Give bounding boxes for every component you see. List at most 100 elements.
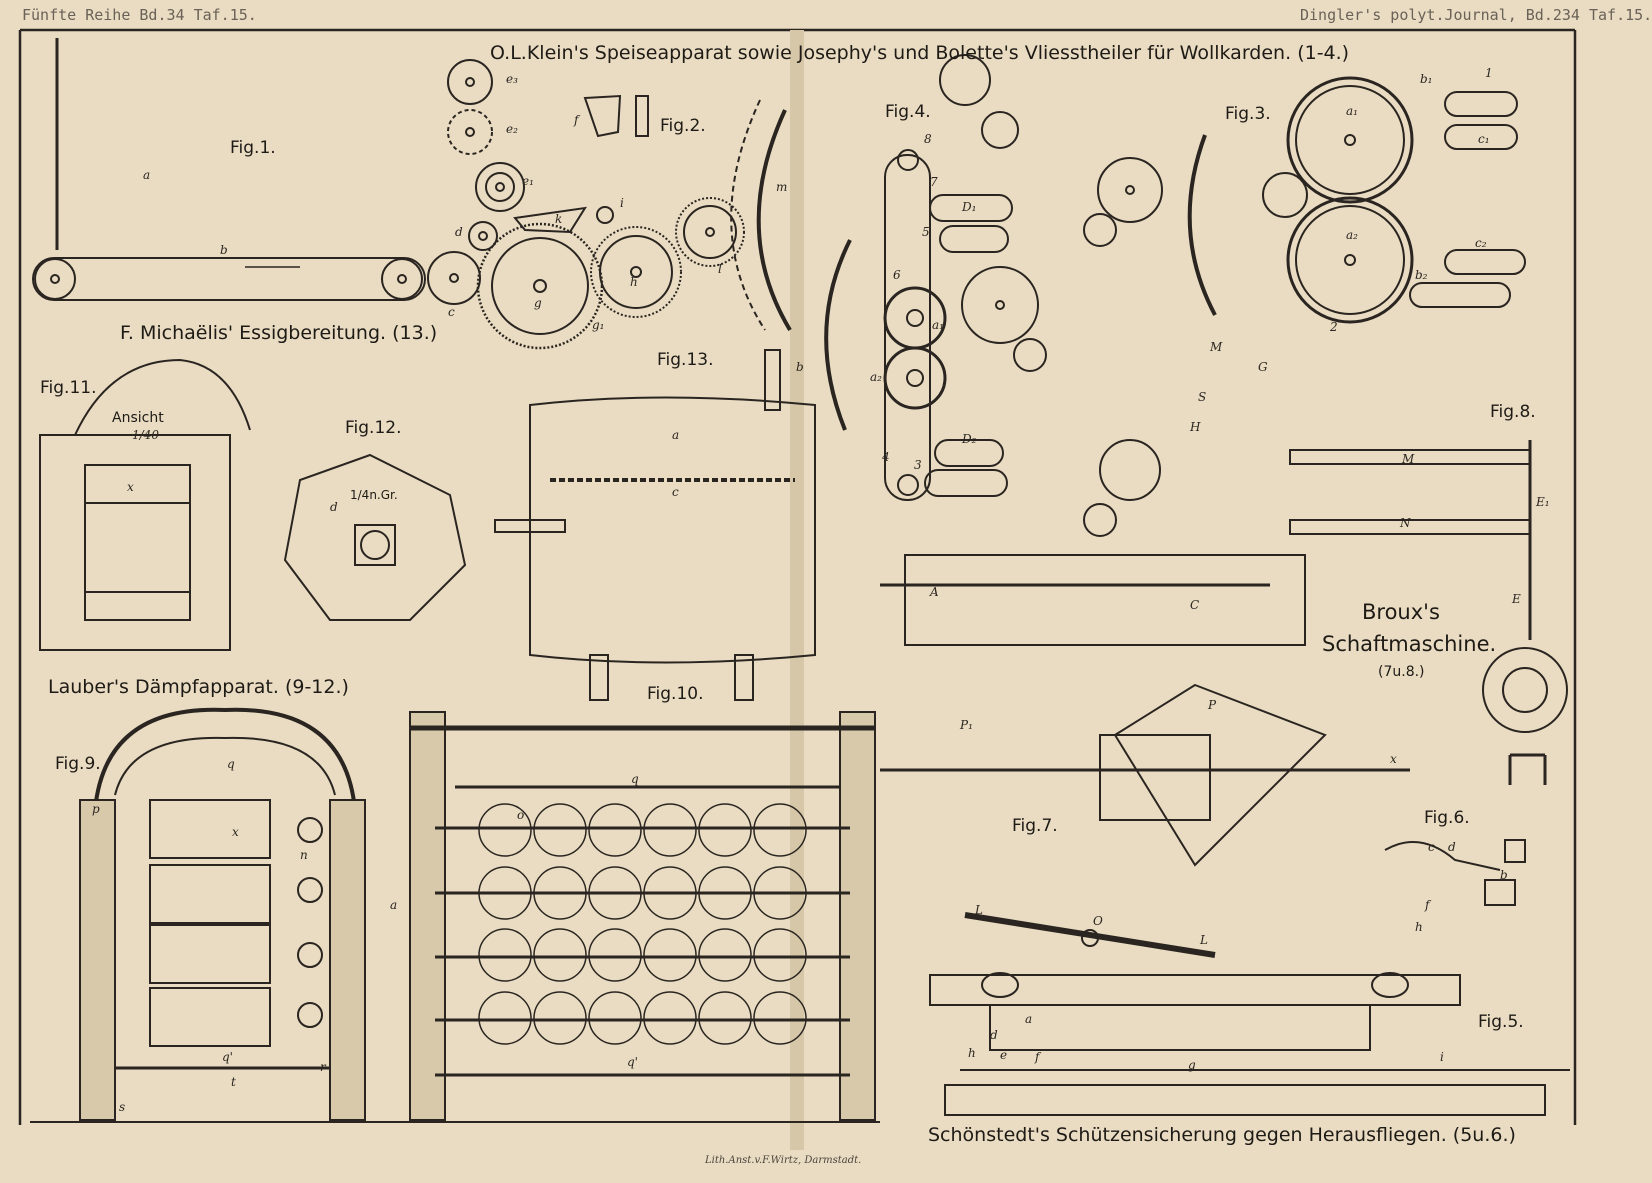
letter-c-fig13: c <box>672 485 679 499</box>
plate-header-left: Fünfte Reihe Bd.34 Taf.15. <box>22 6 257 24</box>
letter-q-fig10: q <box>631 772 639 786</box>
letter-E: E <box>1512 592 1521 606</box>
num-2: 2 <box>1330 320 1338 334</box>
fig1-label: Fig.1. <box>230 138 276 158</box>
letter-a-fig5: a <box>1025 1012 1033 1026</box>
letter-e-fig5: e <box>1000 1048 1008 1062</box>
lauber-title-text: Lauber's Dämpfapparat. <box>48 676 279 698</box>
letter-b-fig6: b <box>1500 868 1508 882</box>
num-4: 4 <box>882 450 890 464</box>
letter-P1: P₁ <box>960 718 973 732</box>
letter-a2-fig3: a₂ <box>1346 228 1358 242</box>
letter-L-right: L <box>1200 933 1208 947</box>
letter-c1: c₁ <box>1478 132 1490 146</box>
num-8: 8 <box>924 132 932 146</box>
letter-g1: g₁ <box>592 318 605 332</box>
main-title-range: (1-4.) <box>1297 42 1350 64</box>
fig12-scale-label: 1/4n.Gr. <box>350 488 398 502</box>
main-title: O.L.Klein's Speiseapparat sowie Josephy'… <box>490 42 1349 64</box>
letter-b1: b₁ <box>1420 72 1433 86</box>
letter-b2: b₂ <box>1415 268 1428 282</box>
letter-e3: e₃ <box>506 72 518 86</box>
letter-f-fig5: f <box>1035 1050 1040 1064</box>
lauber-title-range: (9-12.) <box>284 676 349 698</box>
lauber-title: Lauber's Dämpfapparat. (9-12.) <box>48 676 349 698</box>
letter-l: l <box>718 262 722 276</box>
letter-q-prime: q' <box>222 1050 233 1064</box>
letter-C: C <box>1190 598 1200 612</box>
fig13-label: Fig.13. <box>657 350 714 370</box>
letter-o: o <box>517 808 525 822</box>
letter-f-fig6: f <box>1425 898 1430 912</box>
schoenstedt-title-range: (5u.6.) <box>1452 1124 1516 1146</box>
broux-title-line1: Broux's <box>1362 600 1440 624</box>
letter-k: k <box>555 212 563 226</box>
letter-c-fig6: c <box>1428 840 1435 854</box>
letter-S: S <box>1198 390 1207 404</box>
letter-d-fig12: d <box>330 500 338 514</box>
letter-m: m <box>776 180 788 194</box>
letter-a: a <box>143 168 151 182</box>
letter-b: b <box>220 243 228 257</box>
letter-d-fig6: d <box>1448 840 1456 854</box>
letter-r: r <box>320 1060 326 1074</box>
letter-a-fig13: a <box>672 428 680 442</box>
letter-N: N <box>1400 516 1411 530</box>
num-6: 6 <box>893 268 901 282</box>
fig2-label: Fig.2. <box>660 116 706 136</box>
fig4-label: Fig.4. <box>885 102 931 122</box>
letter-M-fig8: M <box>1402 452 1415 466</box>
num-5: 5 <box>922 225 930 239</box>
schoenstedt-title-text: Schönstedt's Schützensicherung gegen Her… <box>928 1124 1447 1146</box>
fig11-ansicht-label: Ansicht <box>112 410 164 426</box>
letter-h-fig5: h <box>968 1046 976 1060</box>
fig10-label: Fig.10. <box>647 684 704 704</box>
letter-a1-fig3: a₁ <box>1346 104 1358 118</box>
letter-a2: a₂ <box>870 370 882 384</box>
plate-drawing <box>18 28 1577 1150</box>
letter-x-fig11: x <box>127 480 134 494</box>
letter-L-left: L <box>975 903 983 917</box>
michaelis-title-range: (13.) <box>392 322 438 344</box>
num-3: 3 <box>914 458 922 472</box>
letter-x-fig9: x <box>232 825 239 839</box>
fig9-label: Fig.9. <box>55 754 101 774</box>
michaelis-title-text: F. Michaëlis' Essigbereitung. <box>120 322 387 344</box>
letter-n: n <box>300 848 308 862</box>
letter-s: s <box>119 1100 126 1114</box>
schoenstedt-title: Schönstedt's Schützensicherung gegen Her… <box>928 1124 1516 1146</box>
letter-e2: e₂ <box>506 122 518 136</box>
letter-q: q <box>227 757 235 771</box>
letter-a1: a₁ <box>932 318 944 332</box>
letter-g-fig5: g <box>1188 1058 1196 1072</box>
letter-P: P <box>1208 698 1217 712</box>
letter-a-fig10: a <box>390 898 398 912</box>
letter-E1: E₁ <box>1536 495 1550 509</box>
letter-g: g <box>534 296 542 310</box>
letter-f: f <box>574 113 579 127</box>
letter-b-fig13: b <box>796 360 804 374</box>
lithographer-credit: Lith.Anst.v.F.Wirtz, Darmstadt. <box>705 1155 862 1166</box>
letter-D2: D₂ <box>962 432 977 446</box>
letter-O: O <box>1093 914 1103 928</box>
letter-t: t <box>231 1075 236 1089</box>
letter-d: d <box>455 225 463 239</box>
letter-x-fig7: x <box>1390 752 1397 766</box>
main-title-text: O.L.Klein's Speiseapparat sowie Josephy'… <box>490 42 1292 64</box>
plate-header-right: Dingler's polyt.Journal, Bd.234 Taf.15. <box>1300 6 1652 24</box>
letter-H: H <box>1190 420 1201 434</box>
engraving-plate: Fünfte Reihe Bd.34 Taf.15. Dingler's pol… <box>18 6 1652 1166</box>
letter-i: i <box>620 196 624 210</box>
letter-h: h <box>630 275 638 289</box>
letter-i-fig5: i <box>1440 1050 1444 1064</box>
letter-c2: c₂ <box>1475 236 1487 250</box>
letter-A: A <box>930 585 939 599</box>
letter-q-prime-fig10: q' <box>627 1055 638 1069</box>
fig5-label: Fig.5. <box>1478 1012 1524 1032</box>
fig8-label: Fig.8. <box>1490 402 1536 422</box>
num-7: 7 <box>930 175 938 189</box>
broux-title-line2: Schaftmaschine. <box>1322 632 1497 656</box>
letter-M-fig7: M <box>1210 340 1223 354</box>
letter-h-fig6: h <box>1415 920 1423 934</box>
michaelis-title: F. Michaëlis' Essigbereitung. (13.) <box>120 322 437 344</box>
